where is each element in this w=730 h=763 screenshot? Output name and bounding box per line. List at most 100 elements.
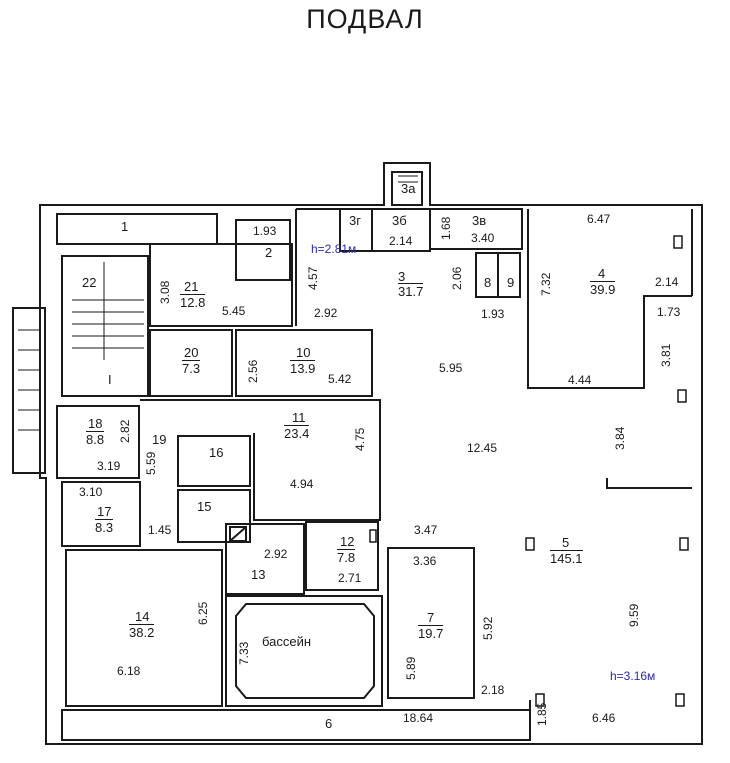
room-number: 19 xyxy=(152,432,167,447)
dimension: 6.46 xyxy=(592,711,616,725)
dimension: 6.25 xyxy=(196,601,210,625)
dimension: 4.75 xyxy=(353,427,367,451)
room-number: 7 19.7 xyxy=(418,611,444,641)
wall-room-9 xyxy=(497,252,521,298)
plan-title: ПОДВАЛ xyxy=(306,4,424,34)
room-number: 17 8.3 xyxy=(95,505,114,535)
room-id: 21 xyxy=(184,279,199,294)
room-number: 4 39.9 xyxy=(590,267,616,297)
wall-room-13 xyxy=(225,523,305,595)
wall-room-18 xyxy=(56,405,140,479)
room-area: 23.4 xyxy=(284,426,310,441)
room-number: 2 xyxy=(265,245,273,260)
dimension: 3.81 xyxy=(659,343,673,367)
dimension: 1.45 xyxy=(148,523,172,537)
dimension: 1.85 xyxy=(535,702,549,726)
room-number: I xyxy=(108,372,112,387)
wall-room-14 xyxy=(65,549,223,707)
room-id: 3 xyxy=(398,269,406,284)
room-number: 22 xyxy=(82,275,97,290)
wall-room-17 xyxy=(61,481,141,547)
dimension: 2.18 xyxy=(481,683,505,697)
wall-room-3v xyxy=(429,208,523,250)
room-id: 17 xyxy=(97,504,112,519)
dimension: 18.64 xyxy=(403,711,434,725)
hatch-13 xyxy=(229,526,247,542)
dimension: 4.44 xyxy=(568,373,592,387)
dimension: 7.33 xyxy=(237,641,251,665)
room-number: 14 38.2 xyxy=(129,610,155,640)
dimension: 1.93 xyxy=(481,307,505,321)
room-id: 5 xyxy=(562,535,570,550)
room-number: 11 23.4 xyxy=(284,411,310,441)
dimension: 2.06 xyxy=(450,266,464,290)
room-area: 39.9 xyxy=(590,282,616,297)
dimension: 2.92 xyxy=(314,306,338,320)
dimension: 4.57 xyxy=(306,266,320,290)
pool-label: бассейн xyxy=(262,634,312,649)
dimension: 1.73 xyxy=(657,305,681,319)
room-number: 8 xyxy=(484,275,492,290)
room-number: 3а xyxy=(401,181,416,196)
dimension: 5.45 xyxy=(222,304,246,318)
ceiling-height: h=2.81м xyxy=(311,242,357,256)
dimension: 3.08 xyxy=(158,280,172,304)
room-number: 21 12.8 xyxy=(180,280,206,310)
room-number: 6 xyxy=(325,716,333,731)
room-area: 13.9 xyxy=(290,361,316,376)
dimension: 3.10 xyxy=(79,485,103,499)
dimension: 2.92 xyxy=(264,547,288,561)
dimension: 3.36 xyxy=(413,554,437,568)
wall-room-12 xyxy=(305,521,379,591)
dimension: 5.59 xyxy=(144,451,158,475)
wall-room-2 xyxy=(235,219,291,281)
room-number: 16 xyxy=(209,445,224,460)
dimension: 2.71 xyxy=(338,571,362,585)
dimension: 2.56 xyxy=(246,359,260,383)
dimension: 7.32 xyxy=(539,272,553,296)
dimension: 1.68 xyxy=(439,216,453,240)
room-number: 3 31.7 xyxy=(398,270,424,299)
dimension: 6.47 xyxy=(587,212,611,226)
exterior-stair xyxy=(12,307,46,474)
room-id: 10 xyxy=(296,345,311,360)
wall-room-1 xyxy=(56,213,218,245)
pool-basin xyxy=(235,603,375,699)
room-number: 10 13.9 xyxy=(290,346,316,376)
outer-wall xyxy=(39,162,703,745)
room-number: 15 xyxy=(197,499,212,514)
room-area: 7.8 xyxy=(337,550,356,565)
room-id: 14 xyxy=(135,609,150,624)
room-id: 12 xyxy=(340,534,355,549)
wall-room-16 xyxy=(177,435,251,487)
dimension: 3.40 xyxy=(471,231,495,245)
room-area: 8.3 xyxy=(95,520,114,535)
room-number: 3в xyxy=(472,213,487,228)
wall-staircase-22 xyxy=(61,255,149,397)
dimension: 3.19 xyxy=(97,459,121,473)
wall-room-15 xyxy=(177,489,251,543)
dimension: 4.94 xyxy=(290,477,314,491)
ceiling-height: h=3.16м xyxy=(610,669,656,683)
room-id: 11 xyxy=(292,410,306,425)
room-area: 38.2 xyxy=(129,625,155,640)
dimension: 12.45 xyxy=(467,441,498,455)
room-area: 12.8 xyxy=(180,295,206,310)
dimension: 9.59 xyxy=(627,603,641,627)
room-number: 1 xyxy=(121,219,129,234)
room-area: 145.1 xyxy=(550,551,583,566)
dimension: 3.84 xyxy=(613,426,627,450)
room-area: 31.7 xyxy=(398,284,424,299)
wall-room-21 xyxy=(149,243,293,327)
room-area: 19.7 xyxy=(418,626,444,641)
room-id: 18 xyxy=(88,416,103,431)
room-id: 20 xyxy=(184,345,199,360)
dimension: 2.14 xyxy=(655,275,679,289)
room-area: 7.3 xyxy=(182,361,201,376)
wall-room-10 xyxy=(235,329,373,397)
room-number: 18 8.8 xyxy=(86,417,105,447)
dimension: 3.47 xyxy=(414,523,438,537)
dimension: 6.18 xyxy=(117,664,141,678)
